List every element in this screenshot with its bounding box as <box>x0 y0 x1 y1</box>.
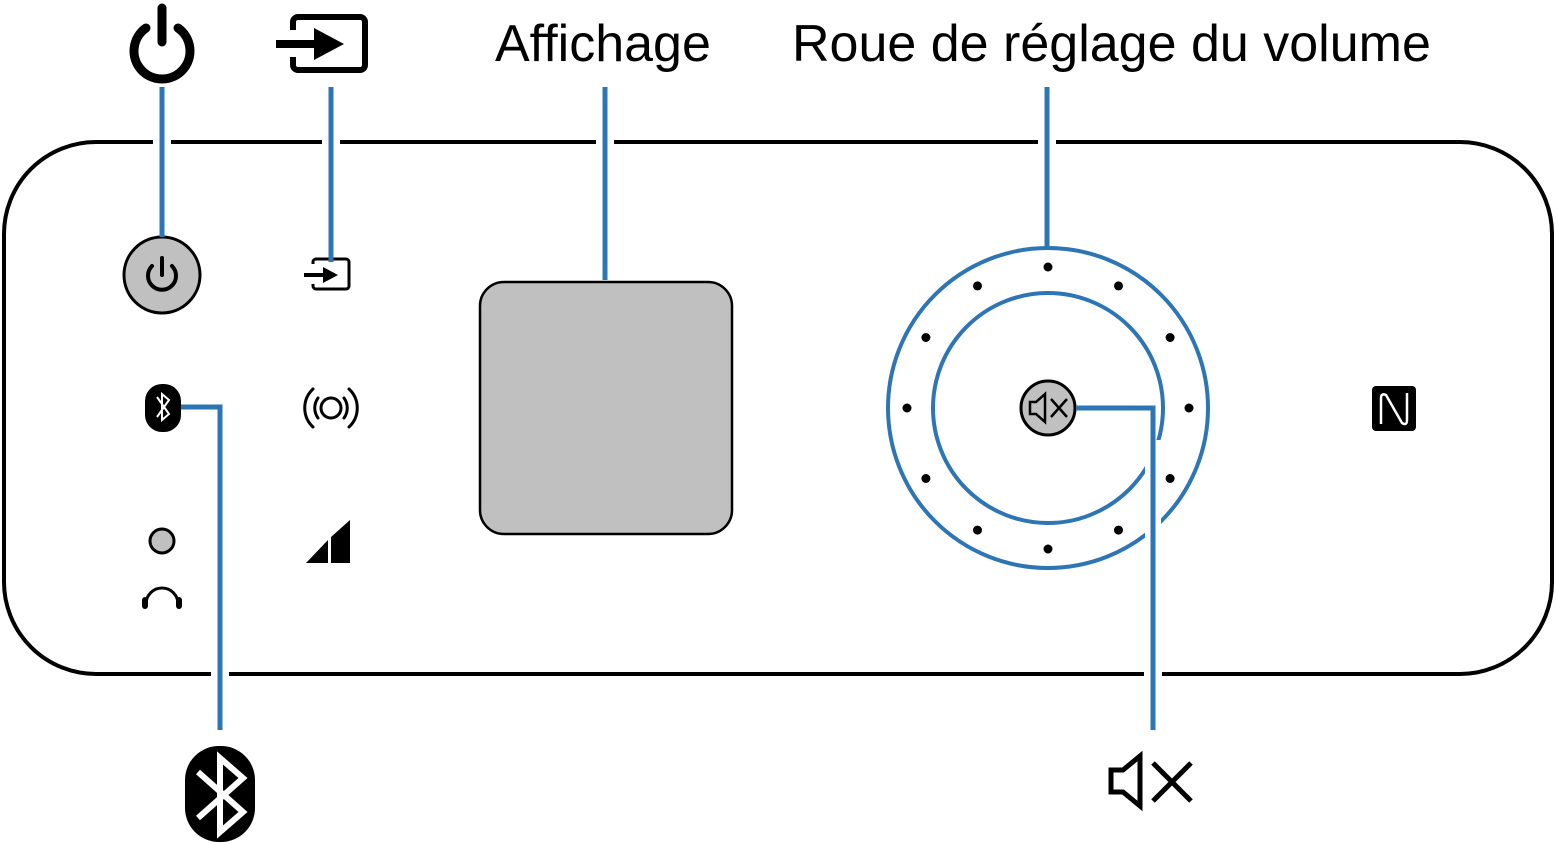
leader-bluetooth <box>181 404 223 730</box>
volume-scale-dot <box>1114 525 1123 535</box>
input-button[interactable] <box>304 257 351 291</box>
volume-scale-dot <box>1043 544 1053 554</box>
bluetooth-icon <box>185 746 255 842</box>
mute-button[interactable] <box>1019 379 1077 437</box>
display-screen <box>478 280 734 536</box>
bluetooth-indicator <box>145 384 181 432</box>
headphones-icon <box>142 586 182 609</box>
volume-scale-dot <box>1184 403 1194 413</box>
volume-scale-dot <box>973 525 982 535</box>
headphone-jack[interactable] <box>148 527 176 555</box>
volume-wheel-label: Roue de réglage du volume <box>792 15 1431 73</box>
volume-scale-dot <box>973 281 982 291</box>
nfc-icon <box>1372 386 1416 431</box>
volume-wheel[interactable] <box>886 246 1210 570</box>
input-icon <box>276 14 368 73</box>
volume-scale-dot <box>1165 474 1175 483</box>
volume-scale-dot <box>1165 333 1175 342</box>
wireless-icon <box>303 387 359 429</box>
leader-mute <box>1076 405 1156 730</box>
volume-scale-dot <box>921 474 931 483</box>
power-button[interactable] <box>122 235 202 315</box>
power-icon <box>129 3 195 84</box>
volume-scale-dot <box>902 403 912 413</box>
volume-scale-dot <box>1114 281 1123 291</box>
device-panel <box>2 140 1554 676</box>
volume-scale-dot <box>921 333 931 342</box>
volume-scale-dot <box>1043 262 1053 272</box>
signal-icon <box>306 520 350 563</box>
mute-icon <box>1108 750 1193 812</box>
display-label: Affichage <box>495 15 711 73</box>
